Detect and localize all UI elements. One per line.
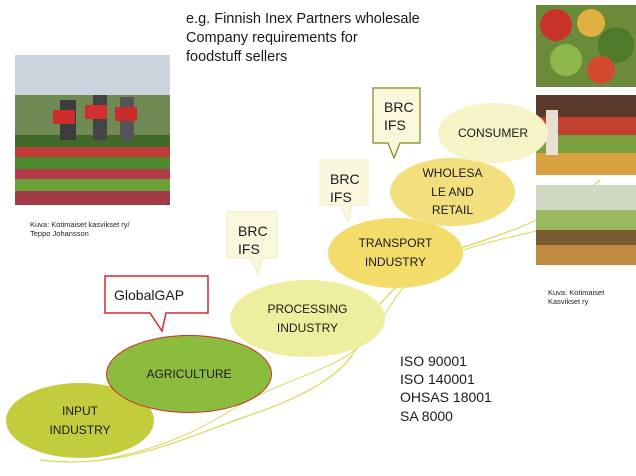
brc-processing-callout-shape bbox=[226, 211, 278, 276]
header-note: e.g. Finnish Inex Partners wholesale Com… bbox=[186, 11, 420, 65]
iso-standards-list: ISO 90001 ISO 140001 OHSAS 18001 SA 8000 bbox=[400, 353, 492, 424]
brc-transport-callout-shape bbox=[319, 159, 369, 224]
brc-consumer-callout-shape bbox=[372, 87, 421, 160]
brc-ifs-processing-label: BRC IFS bbox=[238, 223, 268, 258]
processing-industry-node: PROCESSING INDUSTRY bbox=[230, 280, 385, 357]
vegetables-photo bbox=[536, 5, 636, 87]
wholesale-retail-node: WHOLESA LE AND RETAIL bbox=[390, 158, 515, 226]
right-photo-caption: Kuva: Kotimaiset Kasvikset ry bbox=[548, 288, 605, 307]
agriculture-node: AGRICULTURE bbox=[106, 335, 272, 413]
consumer-node: CONSUMER bbox=[438, 103, 548, 163]
farm-field-photo bbox=[15, 55, 170, 205]
brc-ifs-consumer-label: BRC IFS bbox=[384, 99, 414, 134]
globalgap-callout-shape bbox=[104, 275, 209, 333]
transport-industry-node: TRANSPORT INDUSTRY bbox=[328, 218, 463, 288]
brc-ifs-transport-label: BRC IFS bbox=[330, 171, 360, 206]
left-photo-caption: Kuva: Kotimaiset kasvikset ry/ Teppo Joh… bbox=[30, 220, 130, 239]
grocery-shelf-photo bbox=[536, 185, 636, 265]
market-stall-photo bbox=[536, 95, 636, 175]
globalgap-label: GlobalGAP bbox=[114, 287, 185, 303]
